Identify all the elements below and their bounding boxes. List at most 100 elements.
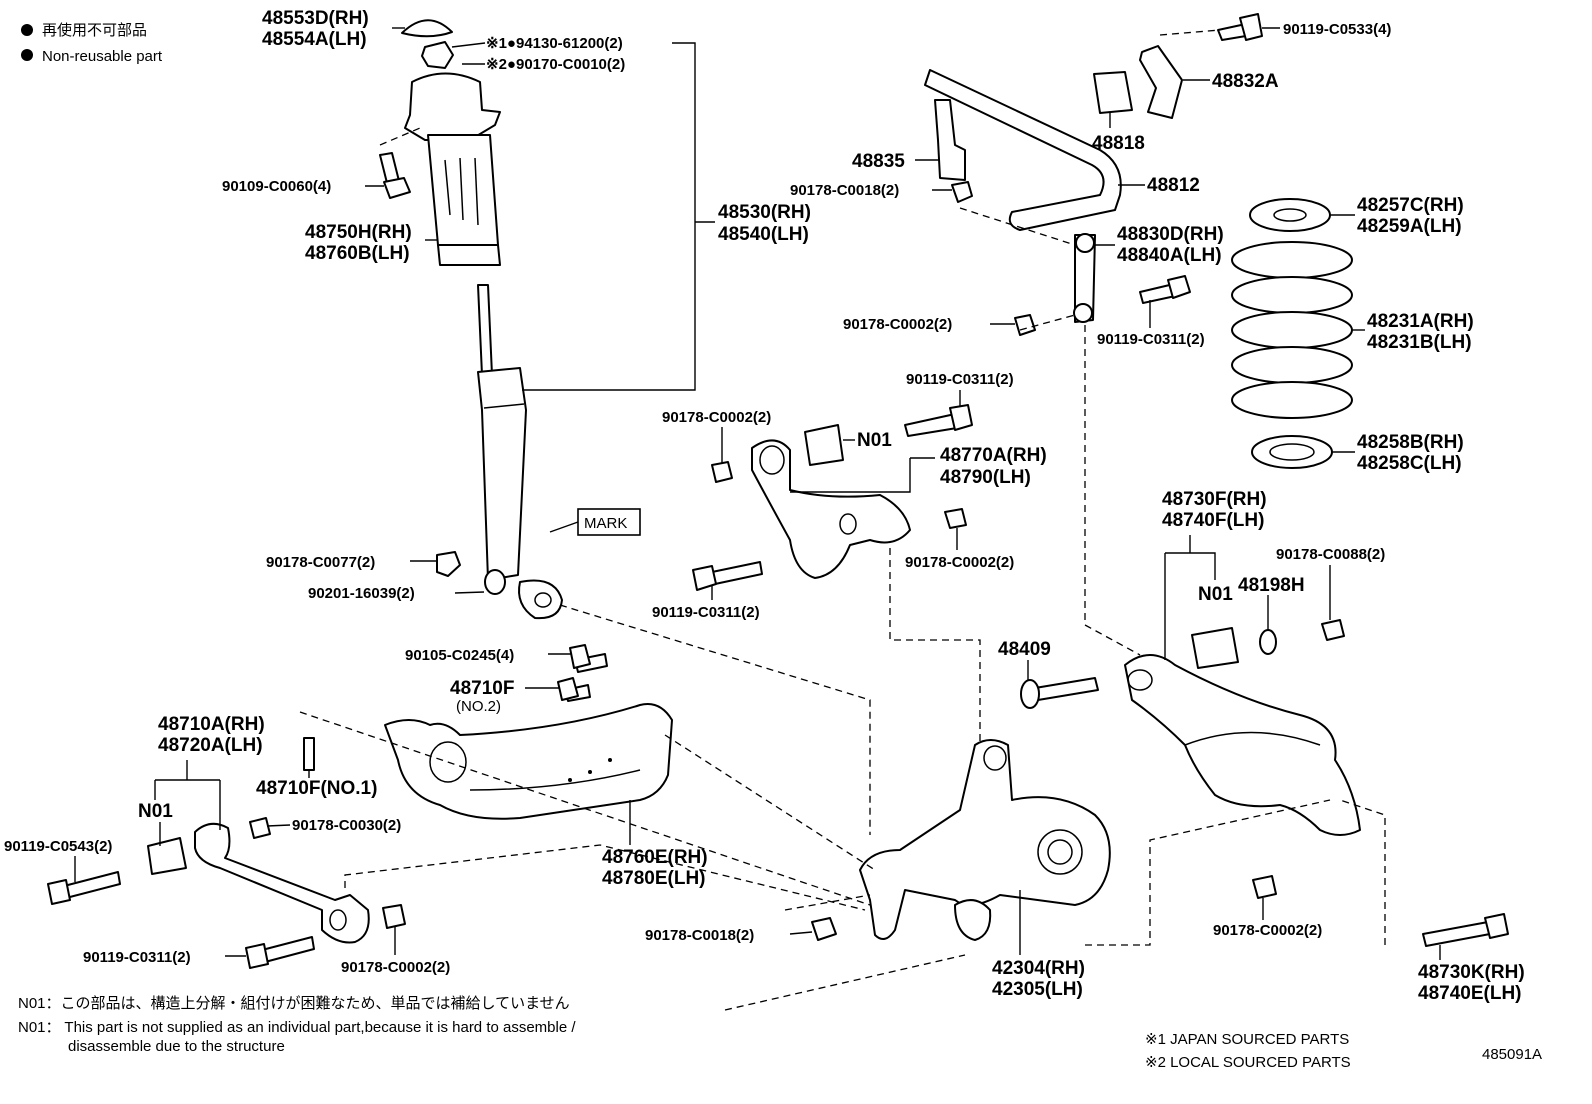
coil-spring-icon [1231,381,1353,419]
nut-icon [1252,875,1277,899]
bracket-48835-icon [934,99,966,181]
label-48530: 48530(RH) [718,202,811,223]
lateral-link [47,822,406,969]
label-48231a: 48231A(RH) [1367,311,1474,332]
bolt-head-icon [383,177,411,199]
label-48231b: 48231B(LH) [1367,332,1472,353]
label-48740e: 48740E(LH) [1418,983,1522,1004]
bushing-icon [804,424,844,466]
label-90178-c0002-bl: 90178-C0002(2) [341,959,450,976]
nut-icon [382,904,406,929]
label-90178-c0018-bot: 90178-C0018(2) [645,927,754,944]
note-n01-en-1: N01： This part is not supplied as an ind… [18,1019,576,1036]
upper-nut-icon [421,41,454,69]
upper-spring-seat-icon [1249,198,1331,232]
mark-box [577,508,641,536]
shock-body-icon [477,367,527,581]
label-48750h: 48750H(RH) [305,222,412,243]
legend-non-reusable-jp: 再使用不可部品 [42,22,147,39]
bolt-head-icon [1484,913,1509,939]
label-48730f: 48730F(RH) [1162,489,1267,510]
bolt-head-icon [1239,13,1263,41]
label-48257c: 48257C(RH) [1357,195,1464,216]
label-mark: MARK [584,515,627,532]
note-n01-en-2: disassemble due to the structure [68,1038,285,1055]
shock-rod-icon [477,284,493,376]
label-48409: 48409 [998,639,1051,660]
upper-arm-icon [751,439,911,579]
label-90119-c0311-link: 90119-C0311(2) [1097,331,1205,348]
label-90119-c0543: 90119-C0543(2) [4,838,112,855]
bolt-head-icon [692,565,717,591]
stabilizer-assembly [924,13,1263,336]
label-48710a: 48710A(RH) [158,714,265,735]
part-labels: 48553D(RH) 48554A(LH) ※1●94130-61200(2) … [4,8,1525,1004]
label-48812: 48812 [1147,175,1200,196]
bolt-head-icon [557,677,579,701]
label-48554a: 48554A(LH) [262,29,367,50]
nut-icon [944,508,967,529]
bolt-head-icon [1167,275,1191,299]
label-48835: 48835 [852,151,905,172]
label-48832a: 48832A [1212,71,1279,92]
dashed-assembly-lines [299,29,1386,1011]
cam-bolt-icon [1034,677,1099,701]
label-48259a: 48259A(LH) [1357,216,1462,237]
label-48540: 48540(LH) [718,224,809,245]
label-no2: (NO.2) [456,698,501,715]
label-90178-c0088: 90178-C0088(2) [1276,546,1385,563]
legend: 再使用不可部品 Non-reusable part [21,22,163,65]
label-48760b: 48760B(LH) [305,243,410,264]
label-42304: 42304(RH) [992,958,1085,979]
bracket-48832a-icon [1139,45,1183,119]
nut-icon [1321,619,1345,641]
label-90178-c0030: 90178-C0030(2) [292,817,401,834]
support-cap-icon [401,19,453,38]
label-48740f: 48740F(LH) [1162,510,1264,531]
label-n01-mid: N01 [857,430,892,451]
upper-control-arm [692,404,973,591]
label-48553d: 48553D(RH) [262,8,369,29]
label-48258b: 48258B(RH) [1357,432,1464,453]
bolt-icon [63,871,121,899]
hub-bushing-icon [954,899,992,941]
label-90105: 90105-C0245(4) [405,647,514,664]
bolt-head-icon [949,404,973,431]
label-90178-c0002-midright: 90178-C0002(2) [905,554,1014,571]
nut-icon [1014,314,1036,336]
nut-icon [249,817,271,839]
label-90119-c0311-bl: 90119-C0311(2) [83,949,191,966]
note-local-sourced: ※2 LOCAL SOURCED PARTS [1145,1054,1351,1071]
coil-spring-assembly [1231,198,1353,469]
trailing-arm [249,644,673,839]
label-48830d: 48830D(RH) [1117,224,1224,245]
bolt-head-icon [569,644,591,669]
label-90178-c0077: 90178-C0077(2) [266,554,375,571]
bushing-48818-icon [1093,71,1133,114]
label-48770a: 48770A(RH) [940,445,1047,466]
bumper-boot-icon [427,134,499,246]
label-n01-left: N01 [138,801,173,822]
bolt-head-icon [245,943,269,969]
nut-icon [811,917,837,941]
shock-absorber-assembly [379,19,641,620]
label-48710f-no2: 48710F [450,678,514,699]
label-48710f-no1: 48710F(NO.1) [256,778,377,799]
bolt-icon [303,737,315,771]
label-48818: 48818 [1092,133,1145,154]
figure-id: 485091A [1482,1046,1542,1063]
washer-icon [1259,629,1277,655]
label-48840a: 48840A(LH) [1117,245,1222,266]
nut-icon [436,551,461,577]
bolt-icon [261,936,315,963]
footnotes: N01：この部品は、構造上分解・組付けが困難なため、単品では補給していません N… [18,995,1542,1071]
lower-arm-right [1020,619,1509,947]
label-90178-c0002-midtop: 90178-C0002(2) [662,409,771,426]
label-48790: 48790(LH) [940,467,1031,488]
label-90170: ※2●90170-C0010(2) [486,56,625,73]
label-90178-c0018-top: 90178-C0018(2) [790,182,899,199]
bolt-icon [711,561,763,585]
label-90109: 90109-C0060(4) [222,178,331,195]
bolt-icon [1422,921,1491,947]
